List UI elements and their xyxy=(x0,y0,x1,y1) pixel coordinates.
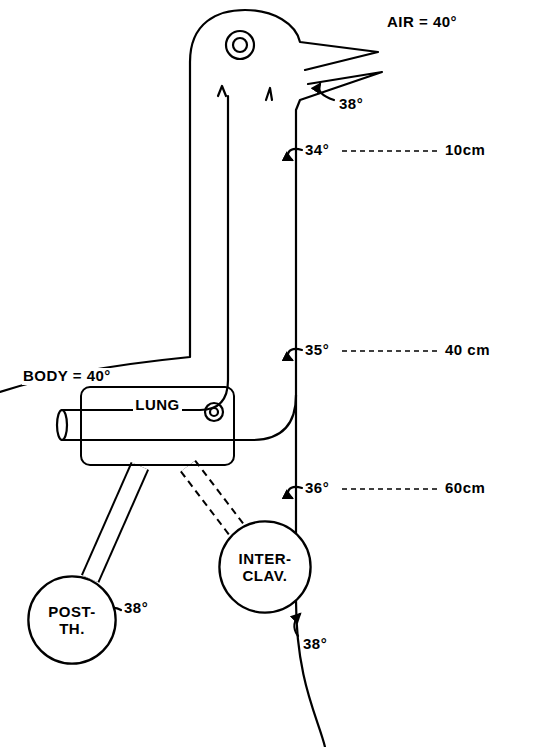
temperature-reading: 35° xyxy=(304,342,330,359)
node-label: INTER- CLAV. xyxy=(233,550,297,585)
distance-leader xyxy=(342,488,440,490)
probe-hook xyxy=(288,487,302,498)
distance-leader xyxy=(342,150,440,152)
distance-value: 40 cm xyxy=(444,342,491,359)
air-duct xyxy=(90,466,140,579)
node-label: POST- TH. xyxy=(43,603,101,638)
distance-value: 60cm xyxy=(444,480,486,497)
temperature-reading: 34° xyxy=(304,142,330,159)
air-sac-circle: INTER- CLAV. xyxy=(218,520,312,614)
duct-lumen xyxy=(188,466,237,530)
eye xyxy=(226,31,254,59)
bronchus-cut-end xyxy=(57,410,67,440)
air-temperature: AIR = 40° xyxy=(386,14,458,31)
body-temperature: BODY = 40° xyxy=(22,368,112,385)
node-label: LUNG xyxy=(133,396,182,413)
temperature-reading: 38° xyxy=(123,600,149,617)
probe-hook xyxy=(288,149,302,160)
probe-hook xyxy=(288,349,302,360)
glottis-mark xyxy=(218,86,226,96)
duct-wall xyxy=(90,466,140,579)
probe-hook xyxy=(319,84,334,100)
probe-hook xyxy=(294,614,300,636)
distance-value: 10cm xyxy=(444,142,486,159)
circle-outline xyxy=(28,576,115,663)
trachea-wall xyxy=(62,96,228,410)
distance-leader xyxy=(342,350,440,352)
eye-pupil xyxy=(233,38,247,52)
lung-box: LUNG xyxy=(80,386,235,466)
temperature-reading: 38° xyxy=(302,636,328,653)
bronchus-opening xyxy=(210,408,218,416)
air-sac-circle: POST- TH. xyxy=(27,575,117,665)
bronchus-wall xyxy=(62,395,296,440)
duct-lumen xyxy=(90,466,140,579)
temperature-reading: 36° xyxy=(304,480,330,497)
glottis-mark xyxy=(266,88,272,100)
temperature-reading: 38° xyxy=(338,96,364,113)
bronchus-opening xyxy=(205,403,223,421)
duct-wall xyxy=(188,466,237,530)
circle-outline xyxy=(219,521,310,612)
bird-outline xyxy=(0,10,378,392)
neck-front-outline xyxy=(296,72,382,747)
dashed-air-duct xyxy=(188,466,237,530)
